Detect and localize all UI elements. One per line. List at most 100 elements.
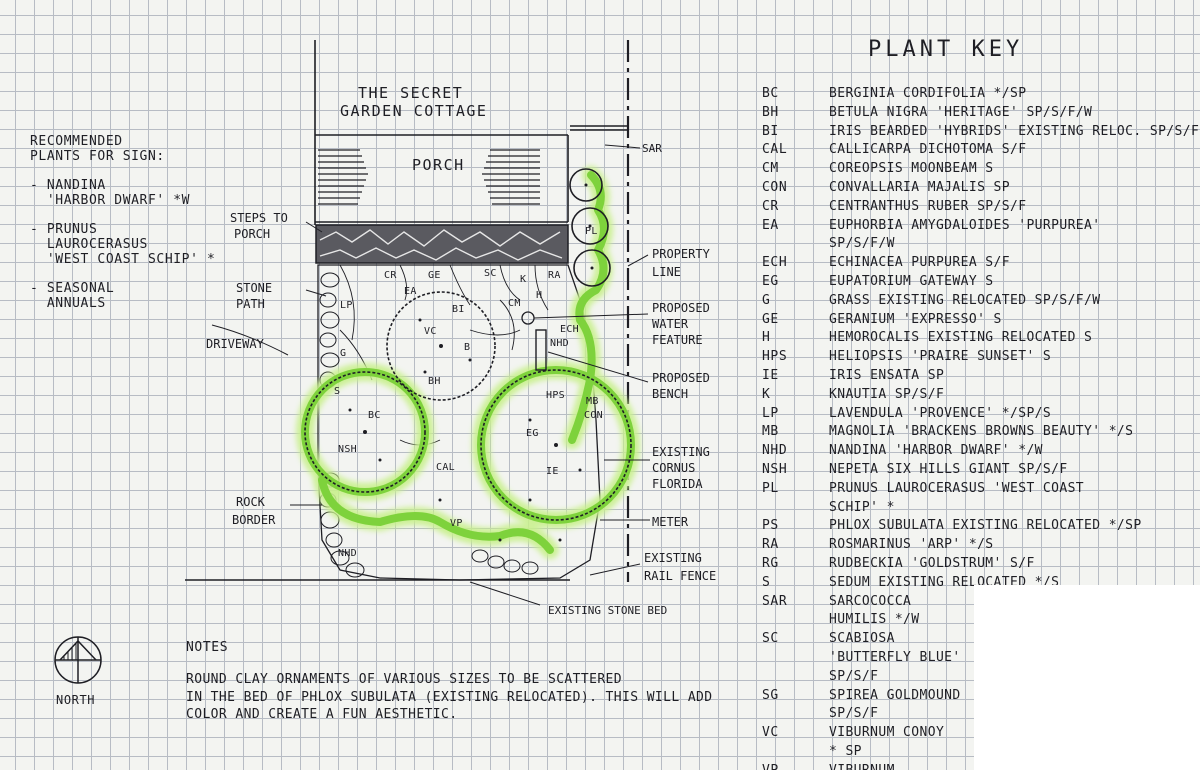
stone-band-pattern: [319, 229, 563, 261]
label-water-2: WATER: [652, 317, 689, 331]
code-pl: PL: [585, 226, 598, 237]
plant-centres: [348, 183, 594, 542]
label-bench-2: BENCH: [652, 387, 688, 401]
recommended-item: - NANDINA 'HARBOR DWARF' *W: [30, 178, 191, 208]
label-property-2: LINE: [652, 265, 681, 279]
label-steps-2: PORCH: [234, 227, 270, 241]
plant-key-row-continued: SP/S/F: [762, 706, 1200, 725]
plant-key-name: EUPATORIUM GATEWAY S: [829, 273, 994, 289]
plant-key-name: 'BUTTERFLY BLUE': [829, 649, 961, 665]
plant-key-code: LP: [762, 405, 779, 421]
code-ie: IE: [546, 466, 559, 477]
proposed-water-feature: [521, 311, 535, 325]
code-cal: CAL: [436, 462, 455, 473]
label-water-3: FEATURE: [652, 333, 703, 347]
code-hps: HPS: [546, 390, 565, 401]
code-nsh: NSH: [338, 444, 357, 455]
plant-key-code: VP: [762, 763, 779, 770]
label-stone-path-2: PATH: [236, 297, 265, 311]
plant-key-name: IRIS BEARDED 'HYBRIDS' EXISTING RELOC. S…: [829, 123, 1200, 139]
plant-key-code: VC: [762, 725, 779, 741]
plant-key-code: CR: [762, 198, 779, 214]
label-water-1: PROPOSED: [652, 301, 710, 315]
recommended-item: - PRUNUS LAUROCERASUS 'WEST COAST SCHIP'…: [30, 222, 216, 267]
blank-label-box: [974, 585, 1200, 770]
plant-key-name: * SP: [829, 743, 862, 759]
plant-key-name: PRUNUS LAUROCERASUS 'WEST COAST: [829, 480, 1085, 496]
plant-key-row: LP LAVENDULA 'PROVENCE' */SP/S: [762, 406, 1200, 425]
plant-key-code: CON: [762, 179, 788, 195]
plant-key-row: BI IRIS BEARDED 'HYBRIDS' EXISTING RELOC.…: [762, 124, 1200, 143]
plant-key-name: ECHINACEA PURPUREA S/F: [829, 255, 1010, 271]
label-rock-border-1: ROCK: [236, 495, 266, 509]
porch-label: PORCH: [412, 156, 465, 174]
plant-key-code: SC: [762, 631, 779, 647]
plant-key-code: MB: [762, 424, 779, 440]
plan-title-line2: GARDEN COTTAGE: [340, 102, 487, 120]
plant-key-row-continued: HUMILIS */W: [762, 612, 1200, 631]
code-nhd-1: NHD: [550, 338, 569, 349]
plan-title-line1: THE SECRET: [358, 84, 463, 102]
plant-key-row: BH BETULA NIGRA 'HERITAGE' SP/S/F/W: [762, 105, 1200, 124]
code-b: B: [464, 342, 470, 353]
plant-key-code: H: [762, 330, 771, 346]
plant-key-name: VIBURNUM CONOY: [829, 725, 945, 741]
recommended-heading-1: RECOMMENDED: [30, 134, 123, 149]
plant-key-name: PHLOX SUBULATA EXISTING RELOCATED */SP: [829, 518, 1142, 534]
plant-key-name: HELIOPSIS 'PRAIRE SUNSET' S: [829, 349, 1052, 365]
plant-key-name: SP/S/F: [829, 706, 879, 722]
stone-path-rocks: [319, 272, 539, 578]
code-ech: ECH: [560, 324, 579, 335]
plant-key-code: BC: [762, 86, 779, 101]
plant-key-row: PS PHLOX SUBULATA EXISTING RELOCATED */SP: [762, 518, 1200, 537]
porch-steps-hatch: [318, 149, 540, 205]
plant-key-name: GRASS EXISTING RELOCATED SP/S/F/W: [829, 292, 1101, 308]
plant-key-code: BH: [762, 104, 779, 120]
plant-key-name: VIBURNUM: [829, 763, 895, 770]
plant-key-code: NSH: [762, 461, 788, 477]
north-arrow-icon: [54, 636, 102, 684]
code-s: S: [334, 386, 340, 397]
code-vp: VP: [450, 518, 463, 529]
label-bench-1: PROPOSED: [652, 371, 710, 385]
plant-key-name: SPIREA GOLDMOUND: [829, 687, 961, 703]
code-cr: CR: [384, 270, 397, 281]
notes-heading: NOTES: [186, 640, 229, 655]
code-vc: VC: [424, 326, 437, 337]
plant-key-name: SCABIOSA: [829, 631, 895, 647]
recommended-item: - SEASONAL ANNUALS: [30, 281, 115, 311]
house-outline: [314, 40, 569, 225]
label-rock-border-2: BORDER: [232, 513, 276, 527]
code-bc: BC: [368, 410, 381, 421]
plant-key-name: CALLICARPA DICHOTOMA S/F: [829, 142, 1027, 158]
plant-key-name: IRIS ENSATA SP: [829, 367, 945, 383]
plant-key-name: MAGNOLIA 'BRACKENS BROWNS BEAUTY' */S: [829, 424, 1134, 440]
notes-body: ROUND CLAY ORNAMENTS OF VARIOUS SIZES TO…: [186, 672, 713, 722]
plant-key-row-continued: SP/S/F/W: [762, 236, 1200, 255]
plant-key-name: BETULA NIGRA 'HERITAGE' SP/S/F/W: [829, 104, 1093, 120]
plant-key-row: SC SCABIOSA: [762, 631, 1200, 650]
plant-key-name: LAVENDULA 'PROVENCE' */SP/S: [829, 405, 1052, 421]
plant-key-code: BI: [762, 123, 779, 139]
plant-key-name: CONVALLARIA MAJALIS SP: [829, 179, 1010, 195]
plant-key-name: COREOPSIS MOONBEAM S: [829, 161, 994, 177]
plant-key-name: SARCOCOCCA: [829, 593, 912, 609]
code-sc: SC: [484, 268, 497, 279]
plant-key-row-continued: SP/S/F: [762, 669, 1200, 688]
code-lp: LP: [340, 300, 353, 311]
plant-key-code: EA: [762, 217, 779, 233]
plant-key-code: PS: [762, 518, 779, 534]
